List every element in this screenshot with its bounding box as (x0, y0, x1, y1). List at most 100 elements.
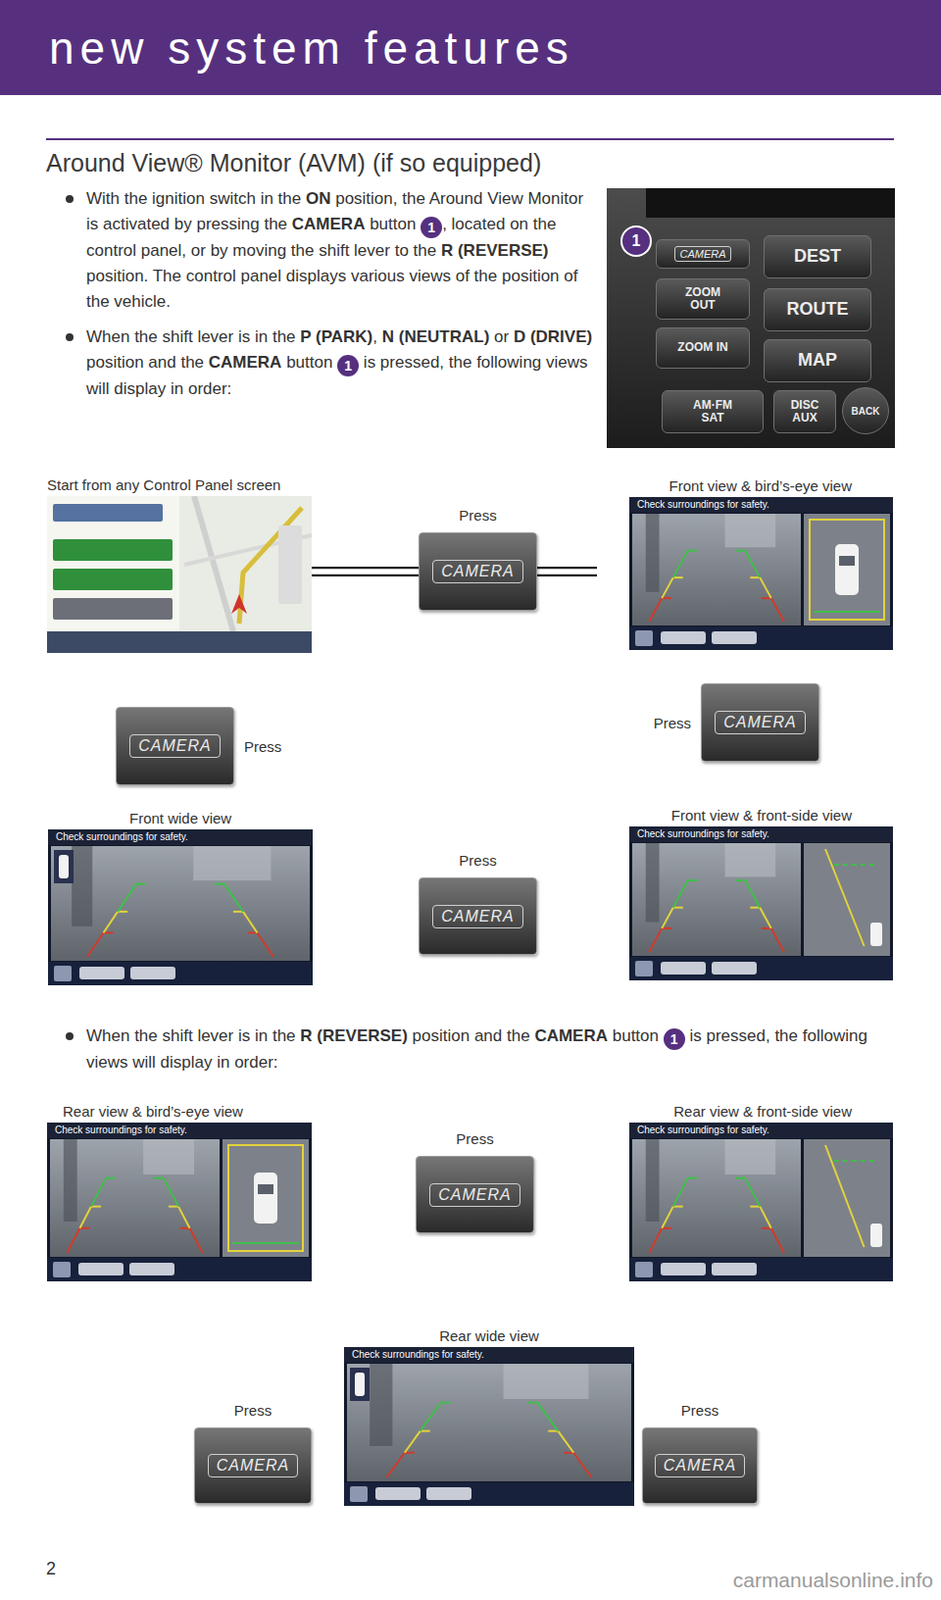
view-caption: Start from any Control Panel screen (47, 475, 312, 495)
guide-line (117, 884, 137, 912)
connector-outline (537, 566, 597, 577)
screen-top-bar (47, 1122, 312, 1139)
map-row (52, 597, 173, 620)
car-icon (58, 854, 69, 879)
birdseye-guide (232, 1241, 299, 1244)
panel-button: DISC AUX (773, 390, 837, 434)
bar-button (660, 631, 706, 644)
press-label: Press (234, 1400, 272, 1420)
bold-term: R (REVERSE) (441, 241, 549, 260)
guide-line (537, 1402, 558, 1432)
guide-line (771, 1228, 785, 1253)
guide-tick (673, 1205, 684, 1208)
map-side-icons (278, 525, 302, 604)
camera-image (346, 1363, 632, 1482)
camera-button-node: PressCAMERA (653, 683, 820, 762)
guide-tick (214, 883, 225, 886)
map-row (52, 568, 173, 591)
camera-button-node: PressCAMERA (418, 505, 538, 611)
screen-shape: Check surroundings for safety. (47, 1122, 312, 1282)
car-icon (870, 922, 883, 946)
panel-button: DEST (763, 235, 872, 279)
guide-line (66, 1228, 80, 1253)
map-row (52, 539, 173, 561)
camera-view-node: Start from any Control Panel screen (47, 475, 312, 653)
screen-shape: Check surroundings for safety. (344, 1346, 635, 1506)
camera-button: CAMERA (700, 683, 820, 762)
bold-term: D (DRIVE) (513, 327, 593, 347)
panel-button: ROUTE (763, 288, 872, 332)
map-street-tag (52, 503, 163, 522)
bold-term: ON (305, 189, 332, 208)
bar-button (78, 1262, 124, 1276)
camera-button-node: PressCAMERA (415, 1129, 535, 1234)
bullet-dot (65, 1032, 74, 1041)
panel-button: MAP (763, 339, 872, 383)
screen-ground (629, 496, 893, 650)
callout-number: 1 (620, 225, 652, 257)
panel-button-text: BACK (851, 405, 881, 417)
screen-shape: Check surroundings for safety. (629, 1122, 893, 1282)
guide-tick (688, 1177, 698, 1180)
guide-line (163, 1178, 179, 1207)
map-road (194, 495, 234, 632)
guide-line (771, 597, 785, 622)
bar-button (660, 961, 706, 975)
bar-icon (635, 1261, 653, 1278)
button-text: CAMERA (714, 710, 805, 735)
screen-illustration (629, 826, 893, 981)
guide-tick (735, 1177, 745, 1180)
bar-button (79, 966, 125, 980)
body-text: , (372, 327, 378, 347)
car-top-view (253, 1172, 278, 1224)
panel-button-text: ROUTE (787, 299, 849, 320)
screen-message: Check surroundings for safety. (54, 1123, 188, 1138)
car-icon-panel (349, 1367, 370, 1401)
screen-message: Check surroundings for safety. (637, 497, 770, 512)
garage-wall (503, 1363, 590, 1399)
camera-view-node: Front wide viewCheck surroundings for sa… (48, 808, 313, 986)
callout-number: 1 (337, 354, 359, 377)
body-text: With the ignition switch in the (86, 189, 301, 208)
view-caption: Front view & bird’s-eye view (629, 476, 893, 496)
connector-core (311, 568, 419, 575)
side-panel (803, 842, 891, 956)
bullet-column: With the ignition switch in the ON posit… (60, 186, 598, 412)
bar-icon (52, 1261, 71, 1278)
bar-button (130, 966, 176, 980)
guide-line (661, 577, 673, 598)
panel-button: AM·FM SAT (661, 390, 764, 434)
garage-wall (193, 845, 271, 881)
button-text: CAMERA (429, 1183, 520, 1207)
guide-line (744, 880, 760, 908)
panel-button: CAMERA (655, 239, 750, 269)
screen-bottom-bar (629, 626, 893, 650)
side-guide (834, 863, 878, 866)
guide-tick (688, 879, 698, 882)
bullet-paragraph: When the shift lever is in the R (REVERS… (60, 1023, 904, 1076)
guide-line (224, 884, 244, 912)
screen-illustration (48, 829, 313, 986)
screen-shape: Check surroundings for safety. (629, 496, 893, 650)
guide-line (256, 932, 274, 957)
photo-display (645, 188, 895, 218)
bar-button (426, 1486, 472, 1500)
press-label: Press (458, 850, 496, 870)
camera-button: CAMERA (418, 877, 538, 955)
camera-view-node: Rear wide viewCheck surroundings for saf… (344, 1326, 635, 1506)
guide-line (648, 597, 662, 622)
camera-image (50, 845, 310, 961)
guide-tick (136, 883, 147, 886)
screen-top-bar (48, 829, 313, 845)
car-window (257, 1184, 274, 1194)
camera-button-node: CAMERAPress (115, 706, 282, 786)
screen-ground (47, 1122, 312, 1282)
side-panel (803, 513, 891, 626)
side-panel (222, 1139, 309, 1257)
screen-top-bar (629, 496, 893, 513)
screen-illustration (47, 495, 312, 653)
car-top-view (835, 544, 859, 595)
guide-line (573, 1452, 592, 1478)
watermark: carmanualsonline.info (733, 1568, 934, 1592)
bold-term: N (NEUTRAL) (382, 327, 491, 347)
